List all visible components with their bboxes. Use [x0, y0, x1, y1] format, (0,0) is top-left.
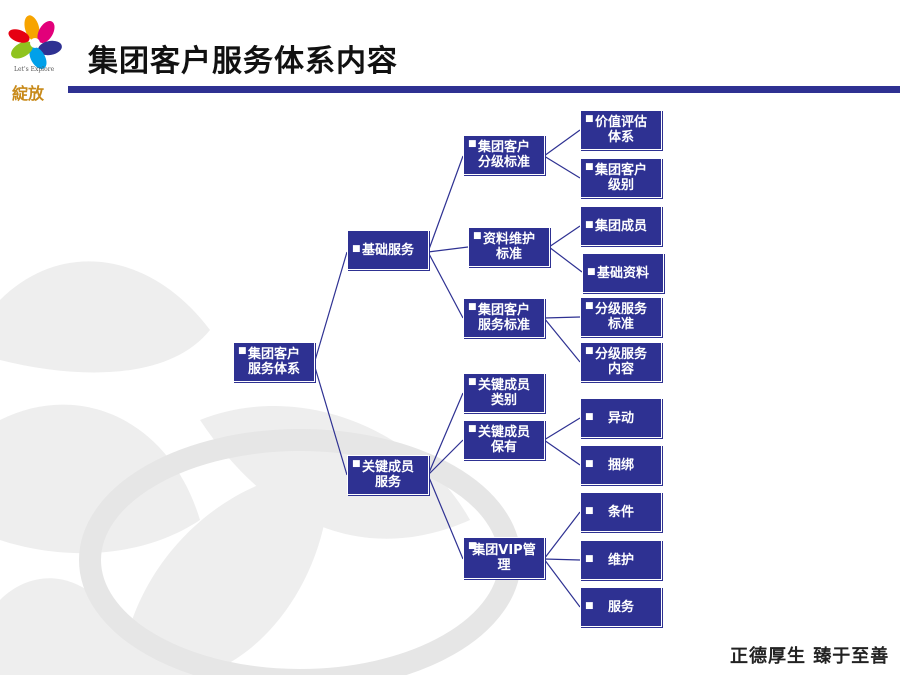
- logo-tagline: Let's Explore: [14, 66, 55, 73]
- title-underline: [68, 86, 900, 93]
- node-group-vip-management: 集团VIP管 理: [463, 537, 545, 579]
- node-root: 集团客户 服务体系: [233, 342, 315, 382]
- node-key-member-service: 关键成员 服务: [347, 455, 429, 495]
- logo-wordmark: 綻放: [12, 84, 45, 103]
- leaf-bundle: 捆绑: [580, 445, 662, 485]
- leaf-value-evaluation: 价值评估 体系: [580, 110, 662, 150]
- footer-motto: 正德厚生 臻于至善: [730, 646, 890, 667]
- page-title: 集团客户服务体系内容: [88, 44, 398, 79]
- company-logo-icon: [8, 15, 62, 69]
- leaf-tier-service-standard: 分级服务 标准: [580, 297, 662, 337]
- node-basic-service: 基础服务: [347, 230, 429, 270]
- leaf-tier-service-content: 分级服务 内容: [580, 342, 662, 382]
- leaf-change: 异动: [580, 398, 662, 438]
- node-group-service-standard: 集团客户 服务标准: [463, 298, 545, 338]
- node-group-tier-standard: 集团客户 分级标准: [463, 135, 545, 175]
- leaf-condition: 条件: [580, 492, 662, 532]
- leaf-service: 服务: [580, 587, 662, 627]
- node-key-member-retention: 关键成员 保有: [463, 420, 545, 460]
- leaf-group-member: 集团成员: [580, 206, 662, 246]
- node-key-member-type: 关键成员 类别: [463, 373, 545, 413]
- leaf-maintenance: 维护: [580, 540, 662, 580]
- node-data-maintenance-standard: 资料维护 标准: [468, 227, 550, 267]
- leaf-group-level: 集团客户 级别: [580, 158, 662, 198]
- leaf-basic-info: 基础资料: [582, 253, 664, 293]
